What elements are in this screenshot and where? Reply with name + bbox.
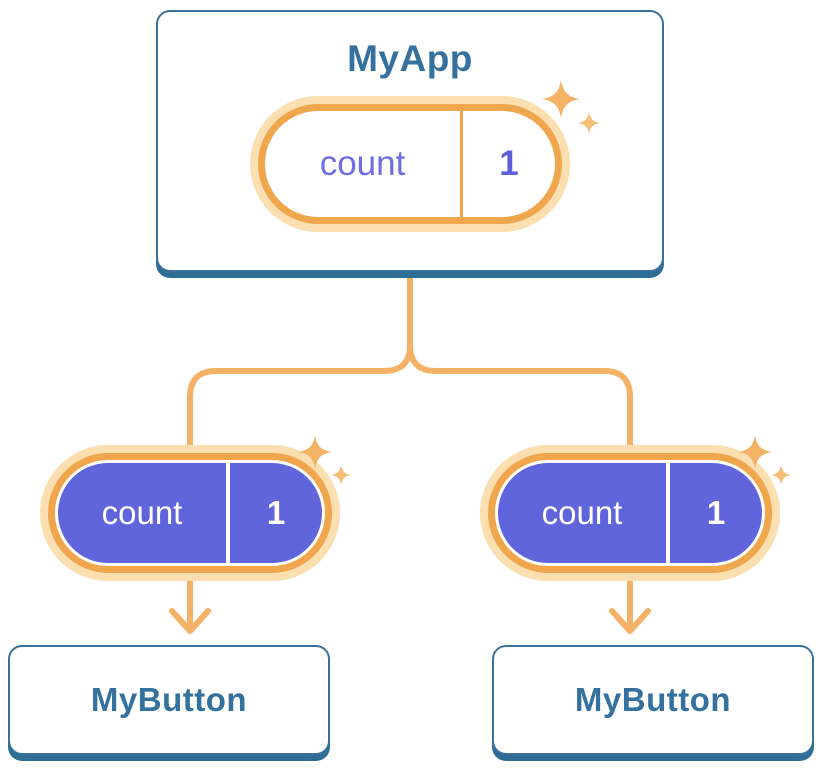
state-pill-core: count 1 bbox=[258, 104, 562, 224]
branch-right-line bbox=[407, 276, 633, 455]
prop-pill-label-section: count bbox=[498, 463, 670, 563]
sparkle-icon bbox=[298, 435, 351, 485]
state-pill-root: count 1 bbox=[250, 80, 600, 232]
prop-pill-value: 1 bbox=[706, 494, 726, 531]
state-pill-value-section: 1 bbox=[463, 111, 555, 217]
state-pill-value: 1 bbox=[499, 144, 519, 183]
state-pill-label: count bbox=[319, 144, 406, 183]
prop-pill-label: count bbox=[541, 494, 623, 531]
component-title-myapp: MyApp bbox=[347, 38, 473, 79]
state-pill-glow: count 1 bbox=[250, 96, 570, 232]
prop-pill-value: 1 bbox=[266, 494, 286, 531]
prop-pill-glow: count 1 bbox=[480, 445, 780, 581]
prop-pill-label: count bbox=[101, 494, 183, 531]
prop-pill-glow: count 1 bbox=[40, 445, 340, 581]
component-card-mybutton-right: MyButton bbox=[492, 645, 814, 755]
component-title-mybutton-right: MyButton bbox=[574, 681, 732, 718]
sparkle-icon bbox=[738, 435, 791, 485]
prop-pill-body: count 1 bbox=[58, 463, 322, 563]
sparkle-icon bbox=[542, 80, 600, 134]
prop-pill-body: count 1 bbox=[498, 463, 762, 563]
prop-pill-core: count 1 bbox=[48, 453, 332, 573]
prop-pill-left: count 1 bbox=[40, 435, 351, 581]
arrow-right-head bbox=[609, 608, 651, 634]
prop-pill-right: count 1 bbox=[480, 435, 791, 581]
state-pill-label-section: count bbox=[265, 111, 463, 217]
component-title-mybutton-left: MyButton bbox=[90, 681, 248, 718]
arrow-left-head bbox=[169, 608, 211, 634]
prop-pill-value-section: 1 bbox=[230, 463, 322, 563]
prop-pill-label-section: count bbox=[58, 463, 230, 563]
branch-left-line bbox=[187, 276, 413, 455]
prop-pill-value-section: 1 bbox=[670, 463, 762, 563]
component-card-myapp: MyApp count 1 bbox=[156, 10, 664, 272]
prop-pill-core: count 1 bbox=[488, 453, 772, 573]
component-card-mybutton-left: MyButton bbox=[8, 645, 330, 755]
